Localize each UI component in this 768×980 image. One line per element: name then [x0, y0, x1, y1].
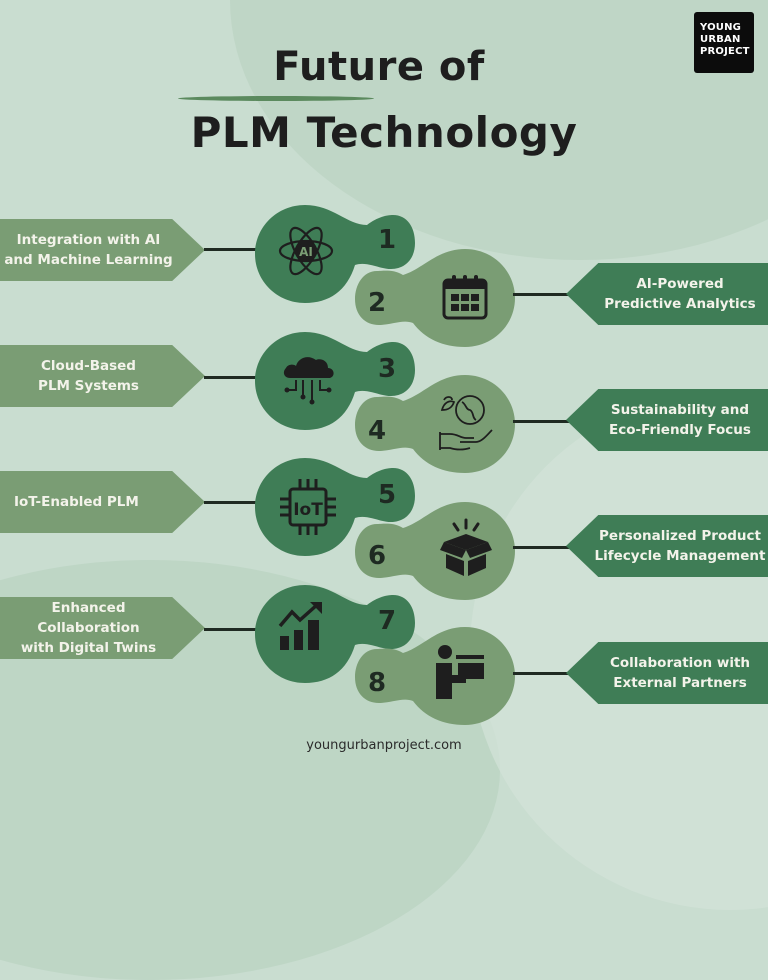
item-6-number: 6	[368, 541, 387, 571]
item-1-number: 1	[378, 225, 397, 255]
connector-line-2	[513, 293, 569, 296]
page-title-line1: Future of	[273, 44, 485, 90]
connector-line-1	[204, 248, 260, 251]
growth-chart-icon	[278, 602, 322, 650]
connector-line-7	[204, 628, 260, 631]
connector-line-8	[513, 672, 569, 675]
cloud-network-icon	[283, 357, 334, 405]
item-4-blob	[355, 375, 515, 473]
item-1-blob	[255, 205, 415, 303]
page-title-line2: PLM Technology	[190, 108, 578, 157]
svg-text:AI: AI	[299, 245, 313, 259]
footer-website[interactable]: youngurbanproject.com	[306, 738, 462, 753]
item-3-number: 3	[378, 354, 397, 384]
ai-atom-icon: AI	[278, 226, 334, 276]
globe-hand-leaf-icon	[439, 395, 493, 451]
brand-logo[interactable]: YOUNG URBAN PROJECT	[694, 12, 754, 73]
item-5-number: 5	[378, 480, 397, 510]
item-5-label: IoT-Enabled PLM	[0, 471, 205, 533]
item-4-number: 4	[368, 416, 387, 446]
logo-line2: URBAN	[700, 34, 741, 45]
logo-line1: YOUNG	[700, 22, 742, 33]
connector-line-6	[513, 546, 569, 549]
item-2-blob	[355, 249, 515, 347]
item-8-blob	[355, 627, 515, 725]
calendar-icon	[442, 275, 488, 320]
connector-line-4	[513, 420, 569, 423]
connector-line-3	[204, 376, 260, 379]
item-8-number: 8	[368, 668, 387, 698]
item-2-number: 2	[368, 288, 387, 318]
item-3-blob	[255, 332, 415, 430]
iot-chip-icon: IoT	[280, 479, 336, 535]
logo-line3: PROJECT	[700, 46, 750, 57]
title-underline	[178, 96, 374, 101]
svg-text:IoT: IoT	[293, 500, 323, 520]
open-box-icon	[440, 518, 492, 576]
presenter-icon	[436, 645, 484, 699]
item-7-number: 7	[378, 606, 397, 636]
connector-line-5	[204, 501, 260, 504]
item-7-blob	[255, 585, 415, 683]
